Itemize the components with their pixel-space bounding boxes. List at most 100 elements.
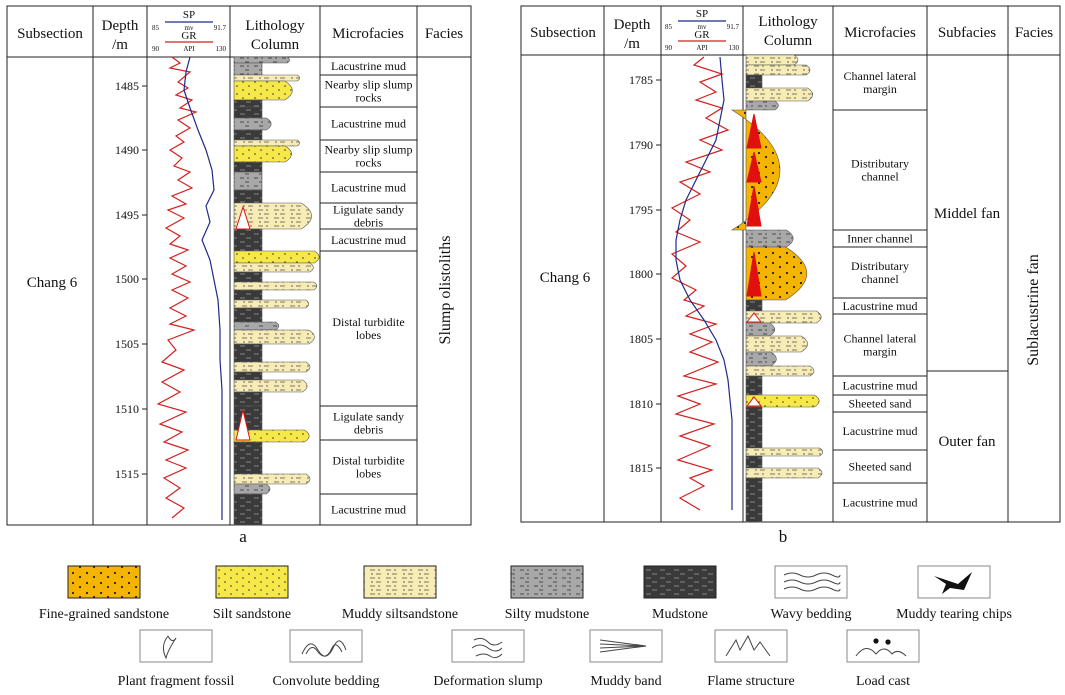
grading-triangle-icon bbox=[235, 205, 251, 230]
microfacies-label: channel bbox=[861, 272, 899, 286]
muddy-siltsandstone-bed bbox=[233, 361, 311, 373]
depth-tick-label: 1790 bbox=[629, 138, 653, 152]
mudstone-bed bbox=[745, 477, 763, 523]
muddy-siltsandstone-bed bbox=[745, 64, 811, 76]
fine-sandstone-bed bbox=[745, 246, 808, 301]
silty-mudstone-bed bbox=[233, 117, 272, 131]
lithology-column-a bbox=[233, 56, 320, 526]
depth-tick-label: 1805 bbox=[629, 332, 653, 346]
legend-label-fine-sandstone: Fine-grained sandstone bbox=[39, 607, 169, 622]
silty-mudstone-bed bbox=[233, 171, 263, 191]
legend-label-convolute-bedding: Convolute bedding bbox=[273, 674, 380, 689]
fine-sandstone-swatch bbox=[67, 565, 141, 599]
legend-label-load-cast: Load cast bbox=[856, 674, 910, 689]
sp-min-b: 85 bbox=[665, 23, 673, 31]
muddy-siltsandstone-bed bbox=[233, 262, 314, 273]
legend-label-deformation-slump: Deformation slump bbox=[433, 674, 542, 689]
silty-mudstone-bed bbox=[233, 62, 263, 76]
gr-curve-a bbox=[156, 56, 198, 519]
microfacies-label: Ligulate sandy bbox=[333, 203, 404, 217]
depth-tick-label: 1810 bbox=[629, 397, 653, 411]
tearing-chips-icon bbox=[917, 565, 991, 599]
sp-curve-a bbox=[183, 56, 223, 520]
muddy-siltsandstone-bed bbox=[233, 74, 300, 82]
gr-min-a: 90 bbox=[152, 45, 160, 53]
panel-label-a: a bbox=[239, 527, 247, 546]
muddy-siltsandstone-bed bbox=[745, 467, 823, 479]
microfacies-label: Inner channel bbox=[847, 232, 913, 246]
microfacies-label: Distributary bbox=[851, 157, 909, 171]
facies-value-b: Sublacustrine fan bbox=[1025, 254, 1042, 366]
muddy-siltsandstone-bed bbox=[745, 87, 814, 102]
silty-mudstone-bed bbox=[745, 100, 779, 111]
silty-mudstone-bed bbox=[233, 321, 280, 331]
gr-curve-b bbox=[670, 56, 730, 511]
silty-mudstone-bed bbox=[745, 351, 777, 367]
silt-sandstone-bed bbox=[233, 250, 320, 264]
mudstone-swatch bbox=[643, 565, 717, 599]
mudstone-bed bbox=[233, 371, 263, 381]
microfacies-label: Distal turbidite bbox=[332, 315, 404, 329]
grading-triangle-icon bbox=[235, 409, 251, 441]
sp-max-b: 91.7 bbox=[727, 23, 740, 31]
silt-sandstone-bed bbox=[233, 145, 292, 163]
panel-b: Subsection Depth /m SP 85 mv 91.7 GR 90 … bbox=[520, 5, 1061, 523]
header-depth-a: Depth bbox=[102, 18, 139, 34]
muddy-siltsandstone-bed bbox=[233, 139, 300, 147]
muddy-siltsandstone-bed bbox=[233, 379, 308, 393]
grading-triangle-icon bbox=[746, 113, 762, 149]
header-microfacies-a: Microfacies bbox=[332, 26, 404, 42]
depth-tick-label: 1815 bbox=[629, 461, 653, 475]
mudstone-bed bbox=[745, 299, 763, 312]
header-subfacies-b: Subfacies bbox=[938, 25, 996, 41]
microfacies-label: Lacustrine mud bbox=[843, 299, 918, 313]
grading-triangle-icon bbox=[745, 312, 763, 323]
mudstone-bed bbox=[233, 99, 263, 108]
mudstone-bed bbox=[233, 307, 263, 323]
deformation-slump-icon bbox=[451, 629, 525, 663]
mudstone-bed bbox=[233, 391, 263, 407]
mudstone-bed bbox=[745, 455, 763, 469]
panel-label-b: b bbox=[779, 527, 788, 546]
microfacies-column-b: Channel lateralmarginDistributarychannel… bbox=[833, 69, 927, 510]
mudstone-bed bbox=[745, 74, 763, 89]
mudstone-bed bbox=[745, 406, 763, 449]
microfacies-label: rocks bbox=[356, 156, 382, 170]
silty-mudstone-bed bbox=[233, 56, 290, 64]
microfacies-label: Lacustrine mud bbox=[331, 59, 406, 73]
header-microfacies-b: Microfacies bbox=[844, 25, 916, 41]
legend-label-muddy-siltsandstone: Muddy siltsandstone bbox=[342, 607, 458, 622]
legend-label-plant-fossil: Plant fragment fossil bbox=[118, 674, 235, 689]
muddy-siltsandstone-swatch bbox=[363, 565, 437, 599]
facies-value-a: Slump olistoliths bbox=[437, 236, 454, 345]
silty-mudstone-swatch bbox=[510, 565, 584, 599]
header-facies-a: Facies bbox=[425, 26, 463, 42]
microfacies-label: channel bbox=[861, 170, 899, 184]
gr-label-a: GR bbox=[181, 30, 197, 42]
muddy-siltsandstone-bed bbox=[233, 299, 310, 309]
gr-max-b: 130 bbox=[729, 44, 740, 52]
mudstone-bed bbox=[233, 289, 263, 301]
depth-tick-label: 1800 bbox=[629, 267, 653, 281]
microfacies-label: Lacustrine mud bbox=[843, 424, 918, 438]
gr-max-a: 130 bbox=[216, 45, 227, 53]
gr-unit-b: API bbox=[696, 44, 708, 52]
sp-curve-b bbox=[675, 56, 733, 510]
microfacies-label: debris bbox=[354, 216, 384, 230]
header-depth-unit-a: /m bbox=[112, 37, 128, 53]
muddy-siltsandstone-bed bbox=[745, 365, 815, 377]
muddy-siltsandstone-bed bbox=[233, 202, 312, 230]
header-column-a: Column bbox=[251, 37, 300, 53]
subsection-value-b: Chang 6 bbox=[540, 270, 591, 286]
microfacies-label: Channel lateral bbox=[844, 332, 918, 346]
load-cast-icon bbox=[846, 629, 920, 663]
header-lithology-b: Lithology bbox=[758, 14, 818, 30]
microfacies-label: lobes bbox=[356, 467, 382, 481]
muddy-siltsandstone-bed bbox=[745, 54, 799, 66]
gr-unit-a: API bbox=[183, 45, 195, 53]
microfacies-label: debris bbox=[354, 423, 384, 437]
grading-triangle-icon bbox=[746, 251, 762, 297]
